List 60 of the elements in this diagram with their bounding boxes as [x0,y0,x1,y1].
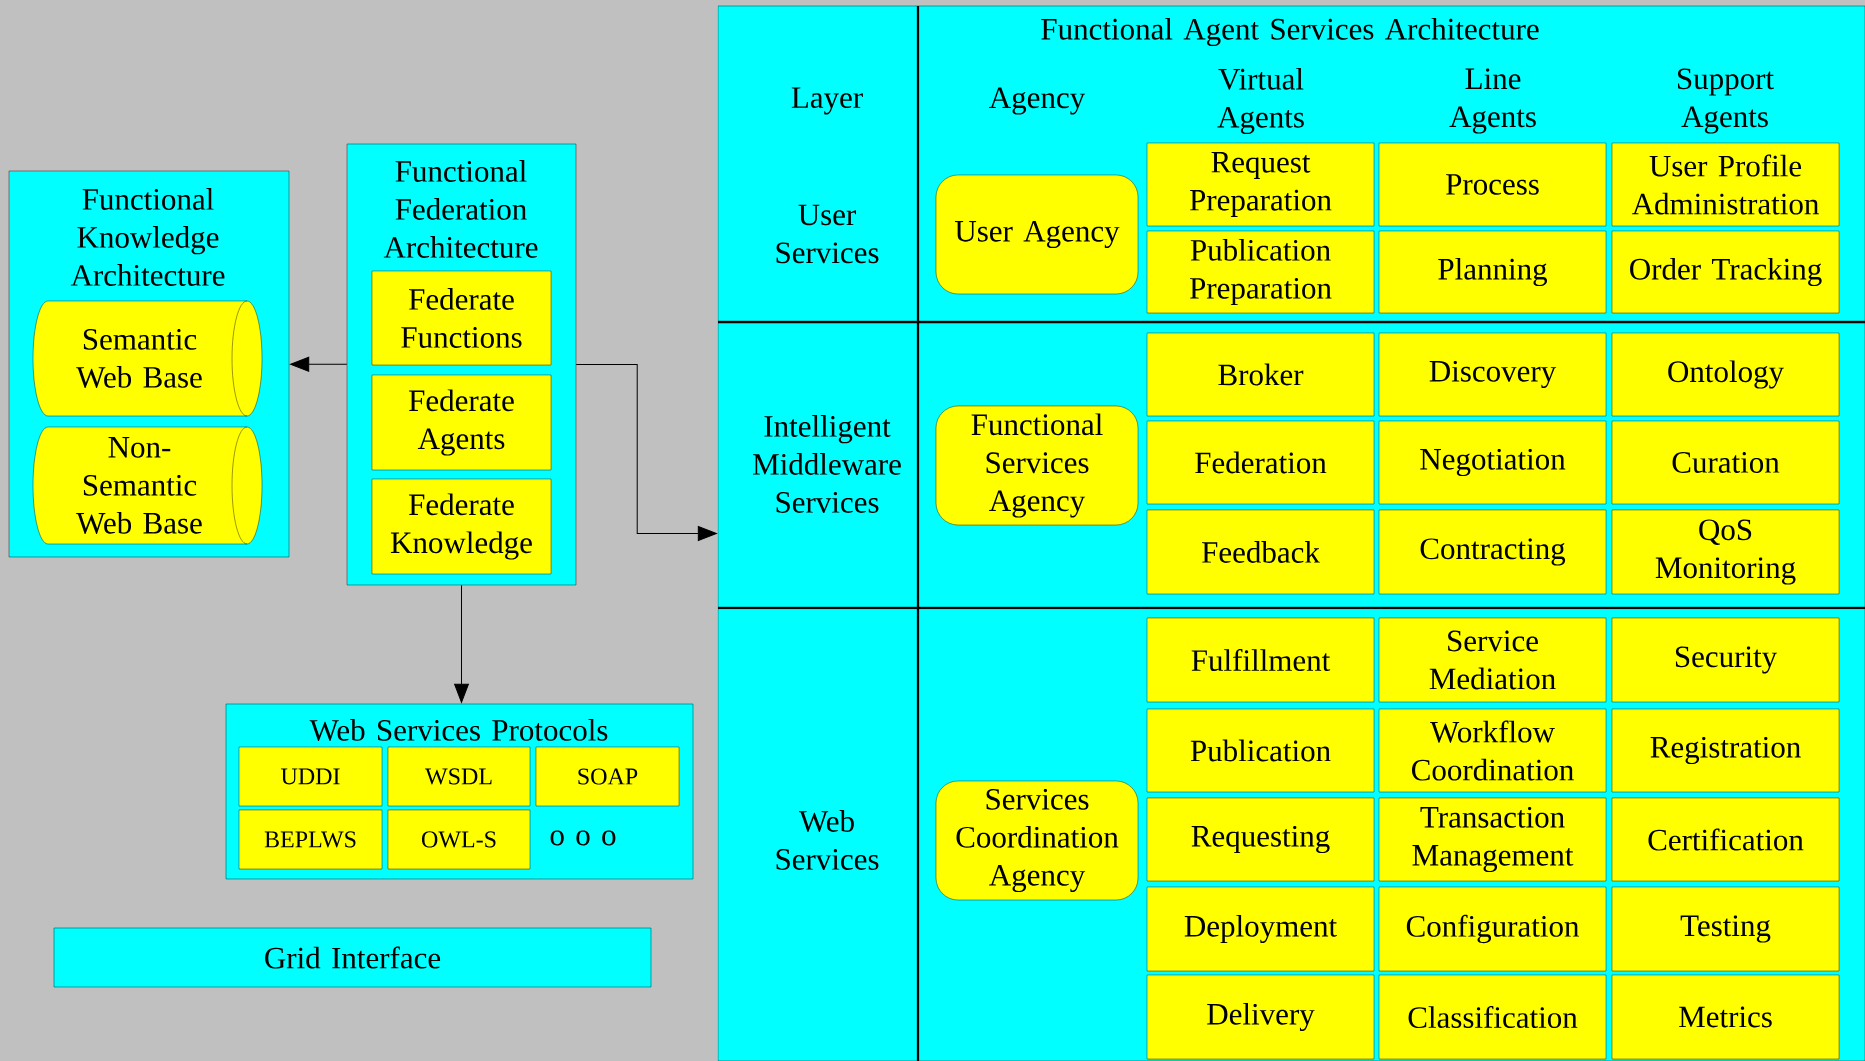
component-box: Testing [1611,886,1840,972]
component-box: Process [1378,142,1607,227]
component-box: Configuration [1378,886,1607,972]
column-header: Virtual Agents [1217,67,1304,135]
component-box: Federate Agents [371,374,552,471]
agency-box: User Agency [935,174,1139,295]
component-box: Workflow Coordination [1378,708,1607,793]
component-box: Negotiation [1378,420,1607,505]
arrow [575,364,717,541]
database-cylinder: Non-Semantic Web Base [32,426,263,545]
column-header: Support Agents [1678,68,1774,134]
heading: Functional Knowledge Architecture [70,188,225,286]
arrow [454,584,469,703]
component-box: Planning [1378,230,1607,314]
component-box: Contracting [1378,509,1607,595]
database-cylinder: Semantic Web Base [32,300,263,417]
heading: Functional Federation Architecture [383,160,538,258]
column-header: Layer [791,87,863,115]
component-box: Broker [1146,332,1375,417]
row-header: Intelligent Middleware Services [753,415,901,513]
column-header: Line Agents [1449,68,1536,134]
component-box: Ontology [1611,332,1840,417]
component-box: Federate Knowledge [371,478,552,575]
protocol-box: BEPLWS [238,809,383,870]
ellipsis-text: o o o [550,830,616,846]
agency-box: Services Coordination Agency [935,780,1139,901]
component-box: Order Tracking [1611,230,1840,314]
arrow [290,356,348,372]
protocol-box: WSDL [387,746,531,807]
heading: Web Services Protocols [309,719,608,741]
component-box: Federation [1146,420,1375,505]
component-box: Fulfillment [1146,617,1375,703]
component-box: Federate Functions [371,270,552,366]
component-box: Request Preparation [1146,142,1375,227]
protocol-box: SOAP [535,746,680,807]
component-box: Publication Preparation [1146,230,1375,314]
column-header: Agency [989,87,1086,115]
component-box: QoS Monitoring [1611,509,1840,595]
component-box: Feedback [1146,509,1375,595]
component-box: Requesting [1146,797,1375,882]
component-box: Registration [1611,708,1840,793]
protocol-box: UDDI [238,746,383,807]
component-box: Certification [1611,797,1840,882]
panel-title: Functional Agent Services Architecture [1041,17,1539,47]
row-header: Web Services [776,810,879,870]
component-box: Delivery [1146,974,1375,1060]
component-box: Transaction Management [1378,797,1607,882]
component-box: Deployment [1146,886,1375,972]
component-box: Publication [1146,708,1375,793]
component-box: Security [1611,617,1840,703]
component-box: Metrics [1611,974,1840,1060]
interface-bar: Grid Interface [53,927,652,988]
component-box: User Profile Administration [1611,142,1840,227]
component-box: Service Mediation [1378,617,1607,703]
protocol-box: OWL-S [387,809,531,870]
component-box: Classification [1378,974,1607,1060]
component-box: Discovery [1378,332,1607,417]
agency-box: Functional Services Agency [935,405,1139,526]
row-header: User Services [776,204,879,264]
component-box: Curation [1611,420,1840,505]
